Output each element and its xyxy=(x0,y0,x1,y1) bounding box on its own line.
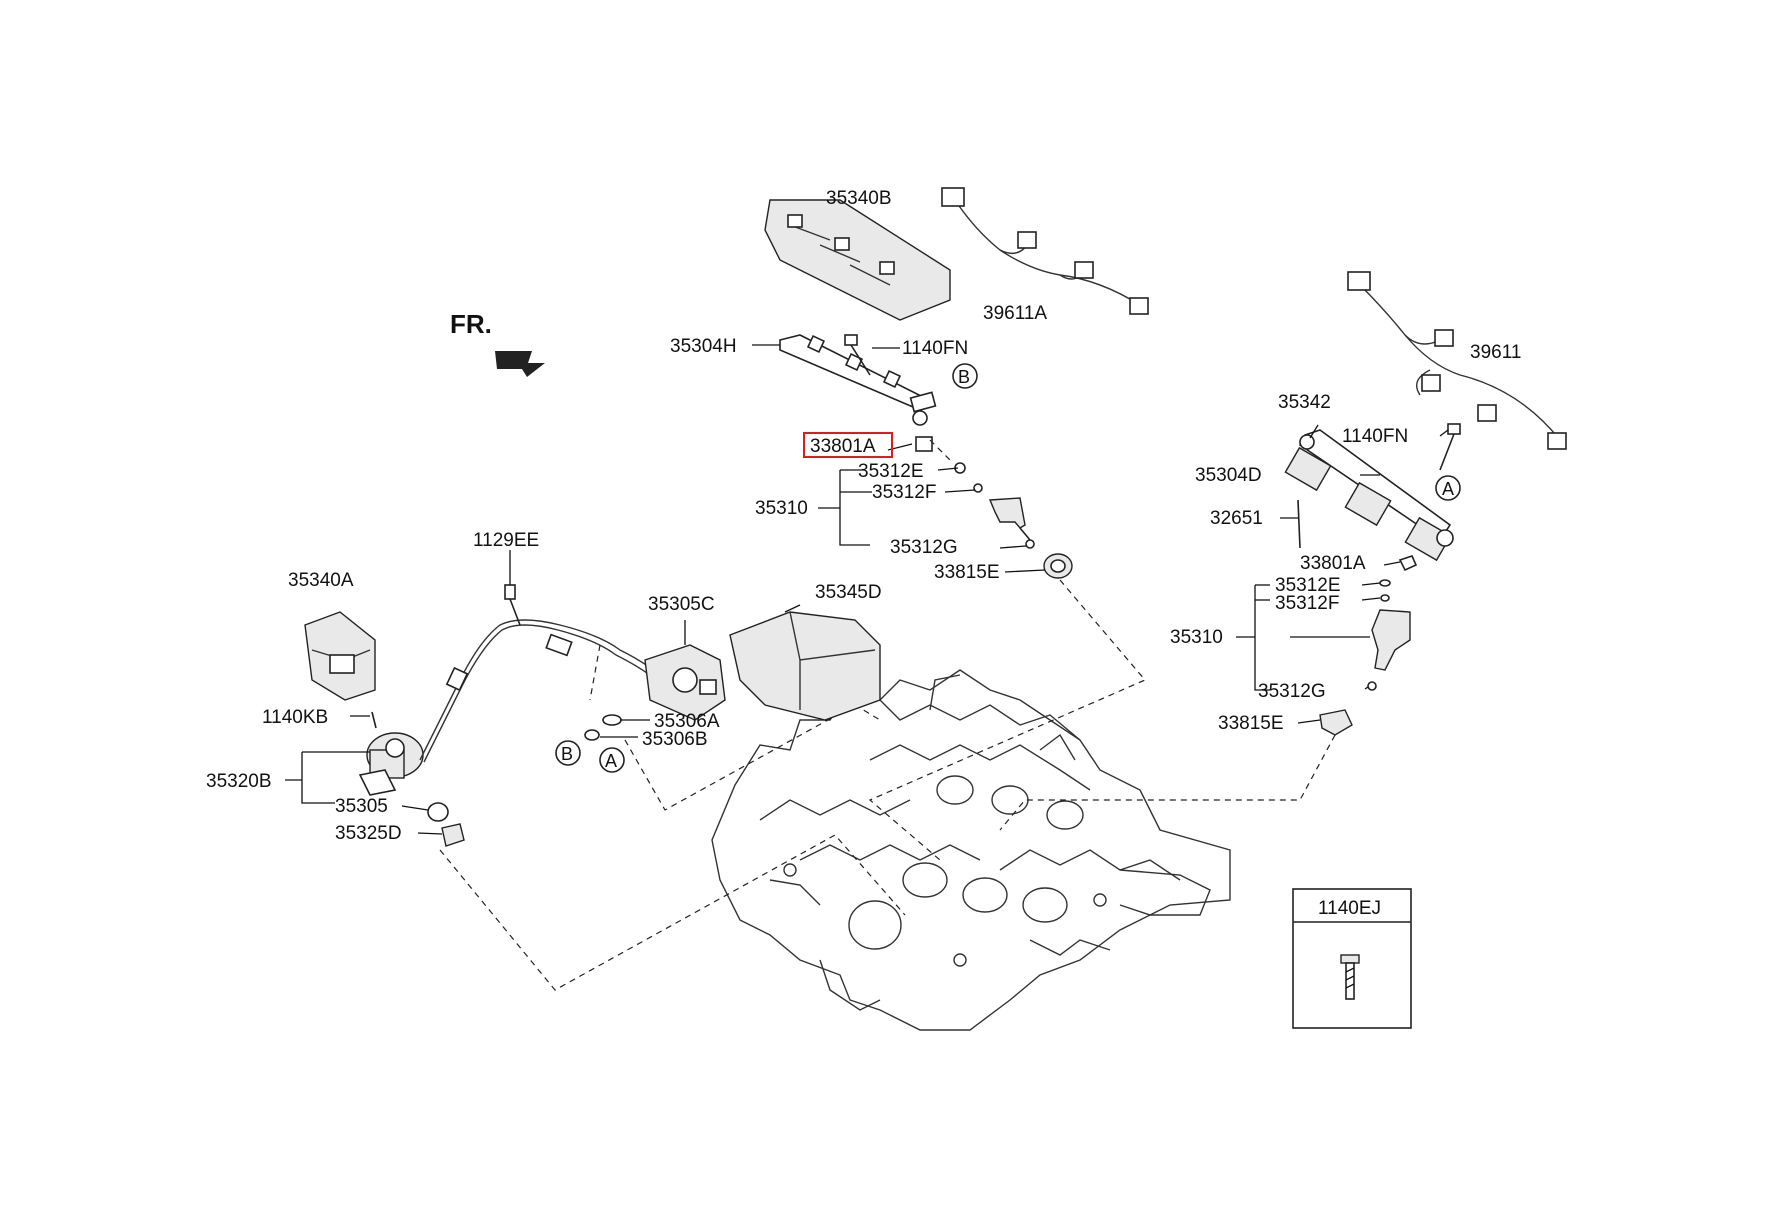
label-35345D: 35345D xyxy=(815,582,882,603)
label-35306B: 35306B xyxy=(642,729,708,750)
label-39611: 39611 xyxy=(1470,342,1521,363)
label-35312G-right: 35312G xyxy=(1258,681,1326,702)
fitting-33801A-left xyxy=(915,436,933,452)
label-1140KB: 1140KB xyxy=(262,707,328,728)
pump-35320B xyxy=(358,732,424,796)
label-35305: 35305 xyxy=(335,796,388,817)
svg-text:B: B xyxy=(958,367,970,387)
injector-35310-left xyxy=(988,497,1031,541)
cover-35345D xyxy=(729,611,881,721)
cup-33815E-left xyxy=(1043,553,1073,579)
label-33815E-right: 33815E xyxy=(1218,713,1284,734)
label-35304H: 35304H xyxy=(670,336,737,357)
injector-35310-right xyxy=(1371,609,1411,671)
guide-left-injector xyxy=(868,579,1146,861)
fuel-rail-35304H xyxy=(779,334,937,426)
label-35306A: 35306A xyxy=(654,711,720,732)
svg-text:B: B xyxy=(561,744,573,764)
circle-ref-b-top: B xyxy=(952,363,978,389)
cover-35340A xyxy=(304,611,376,701)
o-ring-35305 xyxy=(427,802,449,822)
label-35312F-right: 35312F xyxy=(1275,593,1339,614)
label-35340A: 35340A xyxy=(288,570,354,591)
circle-ref-a-right: A xyxy=(1435,475,1461,501)
clip-33801A-right xyxy=(1398,555,1418,572)
label-35325D: 35325D xyxy=(335,823,402,844)
engine-cover-35340B xyxy=(764,199,951,321)
pin-32651 xyxy=(1297,499,1301,549)
front-arrow-icon xyxy=(495,351,545,377)
seal-35312G-right xyxy=(1367,681,1377,691)
label-35310-left: 35310 xyxy=(755,498,808,519)
seal-35312F-right xyxy=(1380,594,1390,602)
damper-35342 xyxy=(1299,434,1315,450)
highlight-box-33801A xyxy=(803,432,893,458)
label-1129EE: 1129EE xyxy=(473,530,539,551)
tappet-35325D xyxy=(441,823,465,847)
label-35320B: 35320B xyxy=(206,771,272,792)
fuel-rail-35304D xyxy=(1284,429,1454,562)
guide-line-to-rail xyxy=(589,644,601,701)
guide-pump xyxy=(439,834,906,991)
label-35310-right: 35310 xyxy=(1170,627,1223,648)
label-32651: 32651 xyxy=(1210,508,1263,529)
bolt-1140FN-right xyxy=(1439,423,1461,471)
high-pressure-line xyxy=(419,584,691,763)
front-marker-label: FR. xyxy=(450,309,492,339)
label-33801A-left: 33801A xyxy=(810,436,876,457)
seal-35312G-left xyxy=(1025,539,1035,549)
wiring-harness-39611 xyxy=(1347,271,1567,450)
bolt-1140FN-left xyxy=(844,334,871,376)
seal-35306A xyxy=(602,714,622,726)
label-35340B: 35340B xyxy=(826,188,892,209)
o-ring-35312E-right xyxy=(1379,579,1391,587)
label-35305C: 35305C xyxy=(648,594,715,615)
engine-block xyxy=(711,669,1231,1031)
label-35312E-right: 35312E xyxy=(1275,575,1341,596)
label-39611A: 39611A xyxy=(983,303,1047,324)
label-1140FN-left: 1140FN xyxy=(902,338,968,359)
label-33815E-left: 33815E xyxy=(934,562,1000,583)
wiring-harness-39611A xyxy=(941,187,1149,315)
circle-ref-a-bottom: A xyxy=(599,747,625,773)
guide-right-injector xyxy=(999,734,1336,831)
label-35304D: 35304D xyxy=(1195,465,1262,486)
legend-code: 1140EJ xyxy=(1318,898,1381,919)
guide-highpressure xyxy=(624,704,881,811)
bolt-icon xyxy=(1340,954,1360,1000)
bolt-1140KB xyxy=(371,711,377,729)
legend-box-1140EJ: 1140EJ xyxy=(1292,888,1412,1029)
svg-text:A: A xyxy=(1442,479,1454,499)
label-35312E-left: 35312E xyxy=(858,461,924,482)
label-35342: 35342 xyxy=(1278,392,1331,413)
label-33801A-right: 33801A xyxy=(1300,553,1366,574)
seal-35312F-left xyxy=(973,483,983,493)
cup-33815E-right xyxy=(1319,709,1353,736)
svg-text:A: A xyxy=(605,751,617,771)
regulator-35305C xyxy=(644,644,726,721)
seal-35306B xyxy=(584,729,600,741)
circle-ref-b-bottom: B xyxy=(555,740,581,766)
label-35312G-left: 35312G xyxy=(890,537,958,558)
label-35312F-left: 35312F xyxy=(872,482,936,503)
leader-lines xyxy=(285,344,1449,835)
label-1140FN-right: 1140FN xyxy=(1342,426,1408,447)
guide-b-ring xyxy=(929,439,951,461)
